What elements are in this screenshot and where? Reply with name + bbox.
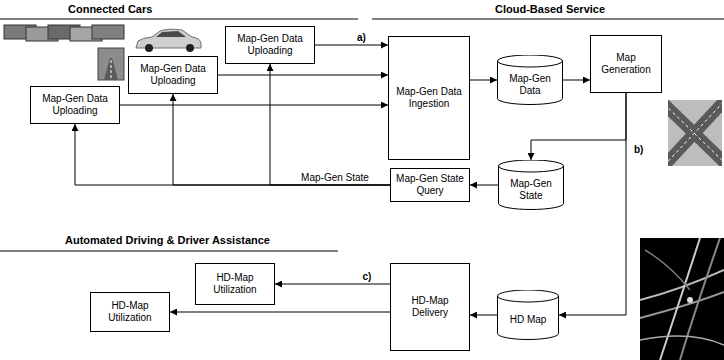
- flow-arrow: [270, 64, 390, 185]
- datastore-cylinder: Map-Gen Data: [497, 55, 563, 105]
- process-box: HD-Map Utilization: [195, 263, 275, 305]
- edge-label: c): [361, 271, 374, 283]
- flow-arrow: [315, 45, 388, 46]
- process-box: Map-Gen State Query: [390, 168, 470, 202]
- section-heading: Automated Driving & Driver Assistance: [65, 234, 270, 246]
- node-text: Map-Gen Data Ingestion: [393, 86, 465, 110]
- flow-arrow: [120, 105, 388, 106]
- process-box: Map Generation: [590, 35, 662, 93]
- flow-arrow: [470, 315, 497, 316]
- flow-arrow: [170, 312, 390, 313]
- node-text: HD-Map Delivery: [395, 295, 465, 319]
- cylinder-path: [498, 290, 559, 340]
- process-box: Map-Gen Data Uploading: [30, 86, 120, 124]
- point-cloud-picture: [640, 238, 724, 360]
- cylinder-path: [499, 160, 564, 210]
- datastore-cylinder: Map-Gen State: [498, 160, 564, 210]
- node-text: HD Map: [510, 314, 547, 326]
- process-box: HD-Map Utilization: [90, 292, 170, 332]
- node-text: Map-Gen State: [501, 178, 561, 202]
- process-box: Map-Gen Data Ingestion: [388, 36, 470, 160]
- road-photos: [4, 25, 124, 80]
- node-text: HD-Map Utilization: [200, 272, 270, 296]
- flow-arrow: [218, 75, 388, 76]
- flow-arrow: [173, 94, 390, 185]
- edge-label: b): [632, 144, 645, 156]
- process-box: Map-Gen Data Uploading: [225, 26, 315, 64]
- flow-arrow: [563, 80, 590, 81]
- node-text: Map-Gen Data Uploading: [133, 63, 213, 87]
- section-heading: Connected Cars: [68, 3, 152, 15]
- heading-rule: [372, 18, 724, 20]
- heading-rule: [0, 18, 358, 20]
- node-text: Map-Gen Data: [500, 73, 560, 97]
- process-box: HD-Map Delivery: [390, 263, 470, 351]
- intersection-picture: [668, 100, 722, 166]
- node-text: Map-Gen Data Uploading: [230, 33, 310, 57]
- datastore-cylinder: HD Map: [497, 290, 559, 340]
- node-text: Map Generation: [595, 52, 657, 76]
- heading-rule: [0, 250, 338, 252]
- edge-label: Map-Gen State: [299, 172, 371, 184]
- flow-arrow: [559, 93, 626, 315]
- car-picture: [136, 29, 201, 52]
- flow-arrow: [75, 124, 390, 185]
- node-text: Map-Gen Data Uploading: [35, 93, 115, 117]
- process-box: Map-Gen Data Uploading: [128, 56, 218, 94]
- flow-arrow: [470, 80, 497, 81]
- section-heading: Cloud-Based Service: [495, 3, 605, 15]
- edge-label: a): [355, 32, 368, 44]
- node-text: HD-Map Utilization: [95, 300, 165, 324]
- cylinder-path: [498, 55, 563, 105]
- node-text: Map-Gen State Query: [395, 173, 465, 197]
- flow-arrow: [470, 185, 498, 186]
- flow-arrow: [275, 284, 390, 285]
